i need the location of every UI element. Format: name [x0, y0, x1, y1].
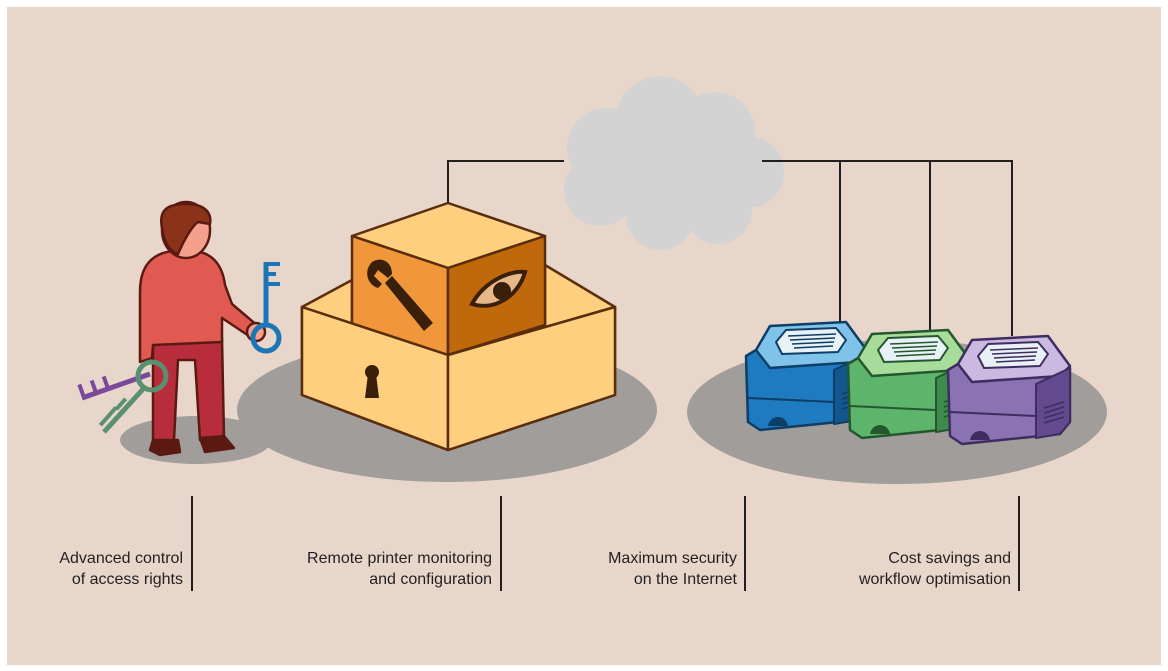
person-icon — [138, 200, 267, 457]
caption-divider-1 — [191, 496, 193, 591]
key-icon — [77, 262, 282, 434]
caption-remote-monitoring-line1: Remote printer monitoring — [307, 550, 492, 567]
keyhole-icon — [365, 365, 379, 398]
caption-divider-2 — [500, 496, 502, 591]
caption-cost-savings-line2: workflow optimisation — [858, 571, 1011, 588]
printers-group — [744, 320, 1072, 446]
caption-divider-3 — [744, 496, 746, 591]
eye-icon — [469, 269, 528, 308]
caption-security: Maximum security on the Internet — [608, 548, 737, 590]
caption-cost-savings: Cost savings and workflow optimisation — [859, 548, 1011, 590]
caption-cost-savings-line1: Cost savings and — [888, 550, 1011, 567]
caption-access-rights: Advanced control of access rights — [59, 548, 183, 590]
caption-security-line2: on the Internet — [633, 571, 737, 588]
caption-divider-4 — [1018, 496, 1020, 591]
network-lines — [447, 160, 1013, 336]
caption-remote-monitoring-line2: and configuration — [369, 571, 492, 588]
printer-icon — [946, 334, 1072, 446]
caption-access-rights-line2: of access rights — [71, 571, 183, 588]
cloud-icon — [564, 76, 784, 250]
box-icon — [300, 201, 617, 452]
caption-remote-monitoring: Remote printer monitoring and configurat… — [307, 548, 492, 590]
caption-security-line1: Maximum security — [608, 550, 737, 567]
wrench-icon — [367, 259, 433, 331]
caption-access-rights-line1: Advanced control — [59, 550, 183, 567]
